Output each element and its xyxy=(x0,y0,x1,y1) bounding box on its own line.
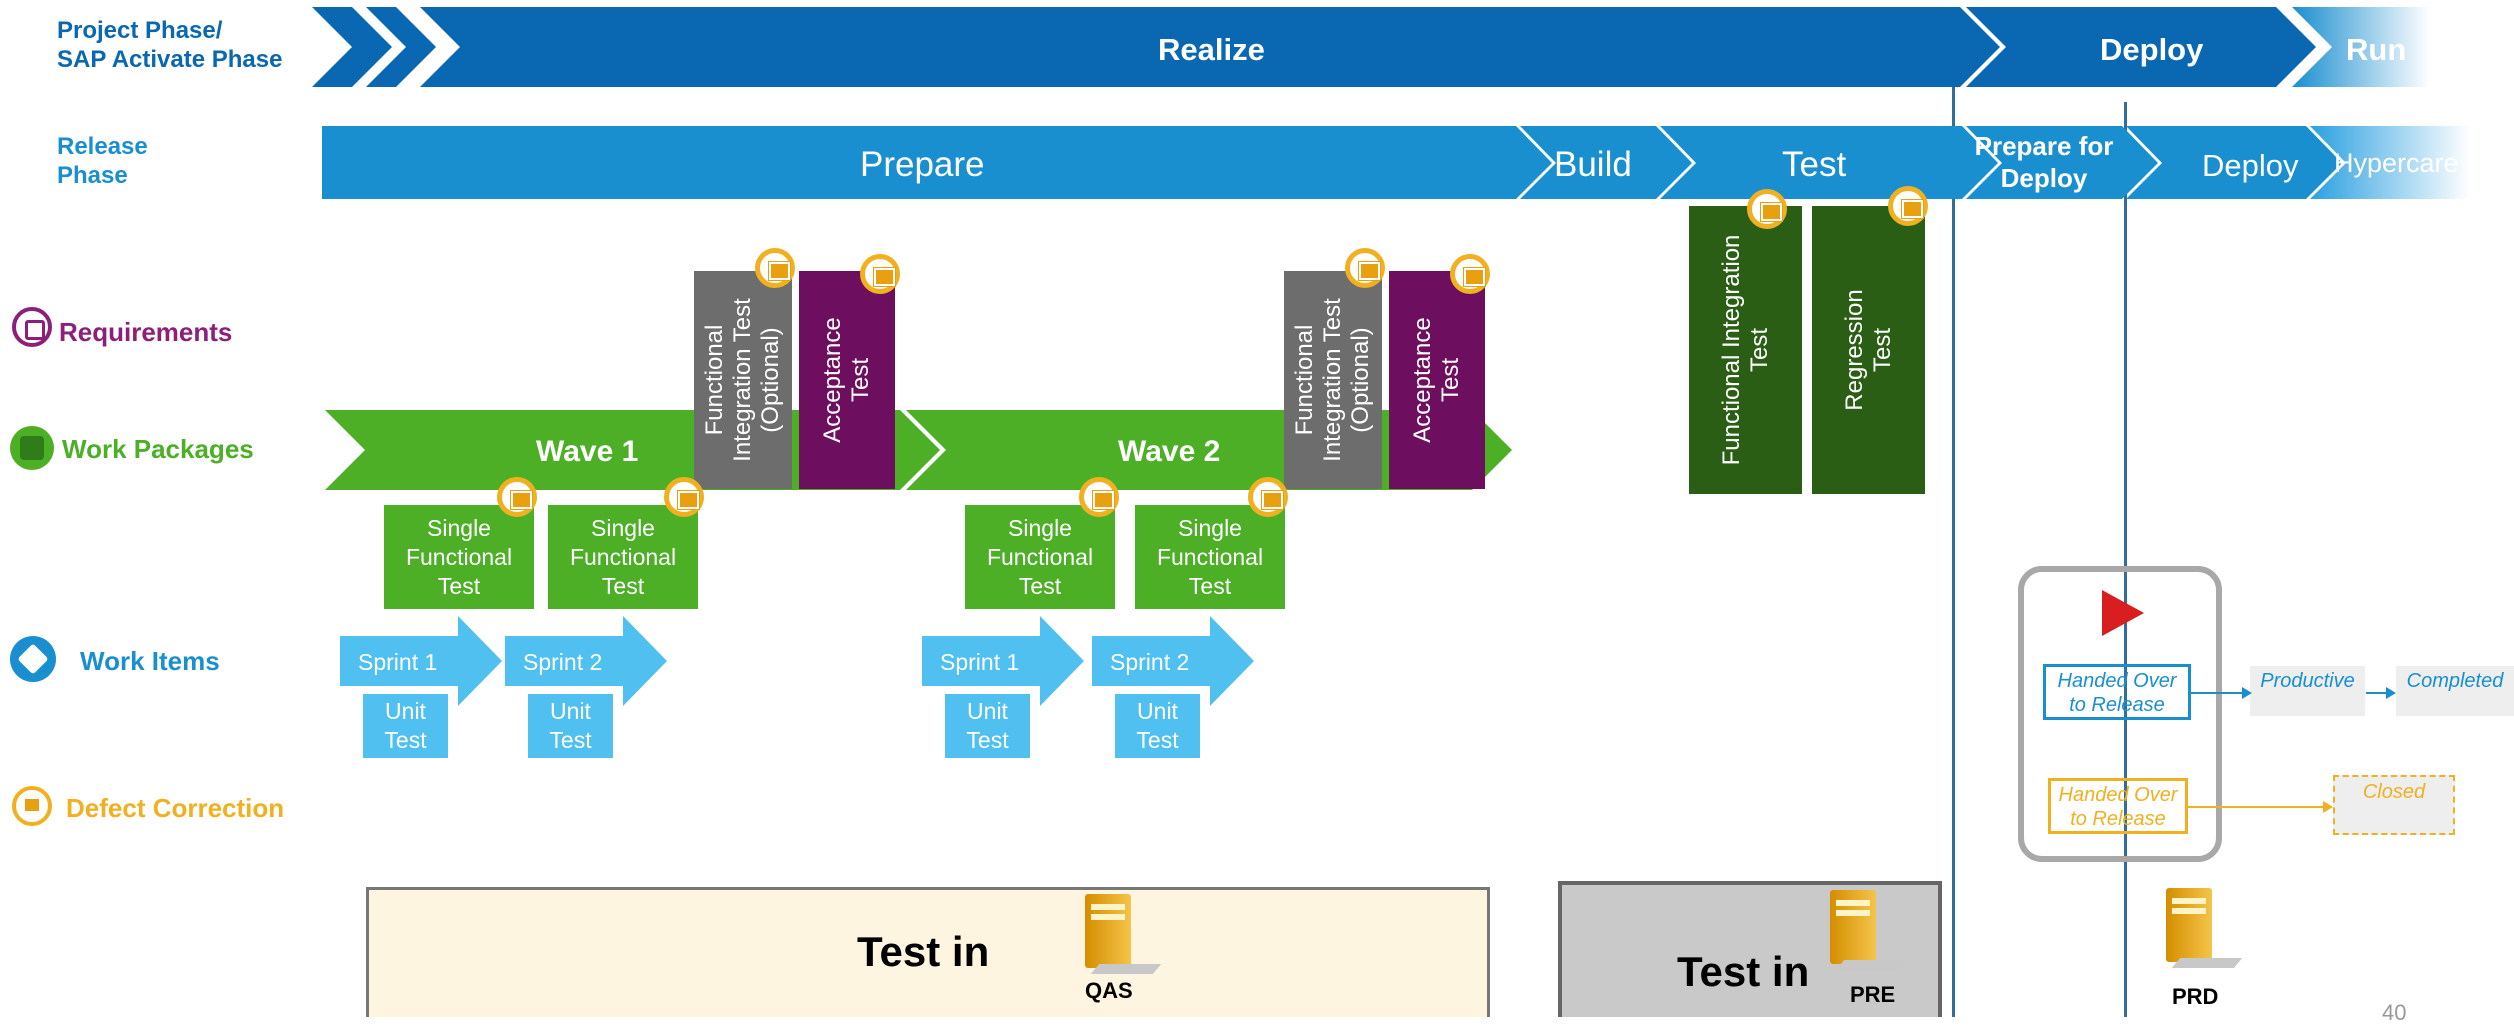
wave-2-label: Wave 2 xyxy=(1118,435,1221,468)
defect-badge-10 xyxy=(1248,477,1288,517)
project-phase-label: Project Phase/ SAP Activate Phase xyxy=(57,17,283,73)
release-phase-label: Release Phase xyxy=(57,133,148,189)
release-build: Build xyxy=(1554,145,1632,184)
legend-work-items: Work Items xyxy=(80,646,220,676)
release-deploy: Deploy xyxy=(2202,148,2299,183)
requirements-icon xyxy=(12,307,52,347)
legend-work-packages: Work Packages xyxy=(62,434,254,464)
sprint-label-3: Sprint 1 xyxy=(940,649,1020,675)
defect-badge-1 xyxy=(755,248,795,288)
prepare-deploy-chevron xyxy=(1966,126,2158,199)
deploy-status-panel xyxy=(2018,566,2222,862)
sprint-arrow-1 xyxy=(340,616,502,706)
defect-badge-6 xyxy=(1888,186,1928,226)
defect-badge-8 xyxy=(664,477,704,517)
qas-test-label: Test in xyxy=(857,928,990,975)
prd-system-label: PRD xyxy=(2172,984,2219,1009)
deploy-chevron xyxy=(1966,7,2316,87)
defect-badge-5 xyxy=(1747,189,1787,229)
defect-badge-3 xyxy=(1345,248,1385,288)
sprint-label-4: Sprint 2 xyxy=(1110,649,1190,675)
qas-system-label: QAS xyxy=(1085,978,1133,1003)
defect-correction-icon xyxy=(12,786,52,826)
completed-state: Completed xyxy=(2396,666,2514,716)
hypercare-chevron xyxy=(2310,126,2470,199)
sprint-arrows xyxy=(340,616,1254,706)
legend-requirements: Requirements xyxy=(59,317,233,347)
release-test: Test xyxy=(1782,145,1847,184)
page-number: 40 xyxy=(2382,1000,2407,1025)
work-packages-icon xyxy=(10,426,54,470)
build-chevron xyxy=(1520,126,1692,199)
defect-badge-2 xyxy=(860,254,900,294)
qas-test-box xyxy=(366,887,1490,1017)
release-prepare: Prepare xyxy=(860,145,985,184)
pre-test-label: Test in xyxy=(1677,948,1810,995)
sprint-label-2: Sprint 2 xyxy=(523,649,603,675)
run-chevron xyxy=(2292,7,2430,87)
chevron-2 xyxy=(366,7,436,87)
defect-badge-9 xyxy=(1079,477,1119,517)
pre-test-box xyxy=(1558,881,1942,1017)
productive-state: Productive xyxy=(2250,666,2365,716)
release-prepare-for-deploy: Prepare for Deploy xyxy=(1974,131,2114,193)
defect-badge-7 xyxy=(497,477,537,517)
release-hypercare: Hypercare xyxy=(2334,148,2459,178)
realize-chevron xyxy=(420,7,2000,87)
play-icon xyxy=(2102,590,2144,636)
divider-run xyxy=(2124,102,2127,1017)
project-phase-band xyxy=(312,7,2430,87)
divider-deploy xyxy=(1952,86,1955,1017)
prepare-chevron xyxy=(322,126,1552,199)
test-chevron xyxy=(1660,126,1998,199)
status-arrows xyxy=(2188,687,2396,813)
pre-system-label: PRE xyxy=(1850,982,1896,1007)
sprint-label-1: Sprint 1 xyxy=(358,649,438,675)
phase-realize: Realize xyxy=(1158,32,1265,67)
work-items-icon xyxy=(10,636,56,682)
sprint-arrow-4 xyxy=(1092,616,1254,706)
wave-1-label: Wave 1 xyxy=(536,435,639,468)
legend-defect-correction: Defect Correction xyxy=(66,793,285,823)
defect-badge-4 xyxy=(1450,254,1490,294)
phase-deploy: Deploy xyxy=(2100,32,2204,67)
chevron-1 xyxy=(312,7,392,87)
deploy-release-chevron xyxy=(2126,126,2342,199)
sprint-arrow-3 xyxy=(922,616,1084,706)
phase-run: Run xyxy=(2346,32,2407,67)
sprint-arrow-2 xyxy=(505,616,667,706)
release-phase-band xyxy=(322,126,2470,199)
closed-state: Closed xyxy=(2333,775,2455,835)
